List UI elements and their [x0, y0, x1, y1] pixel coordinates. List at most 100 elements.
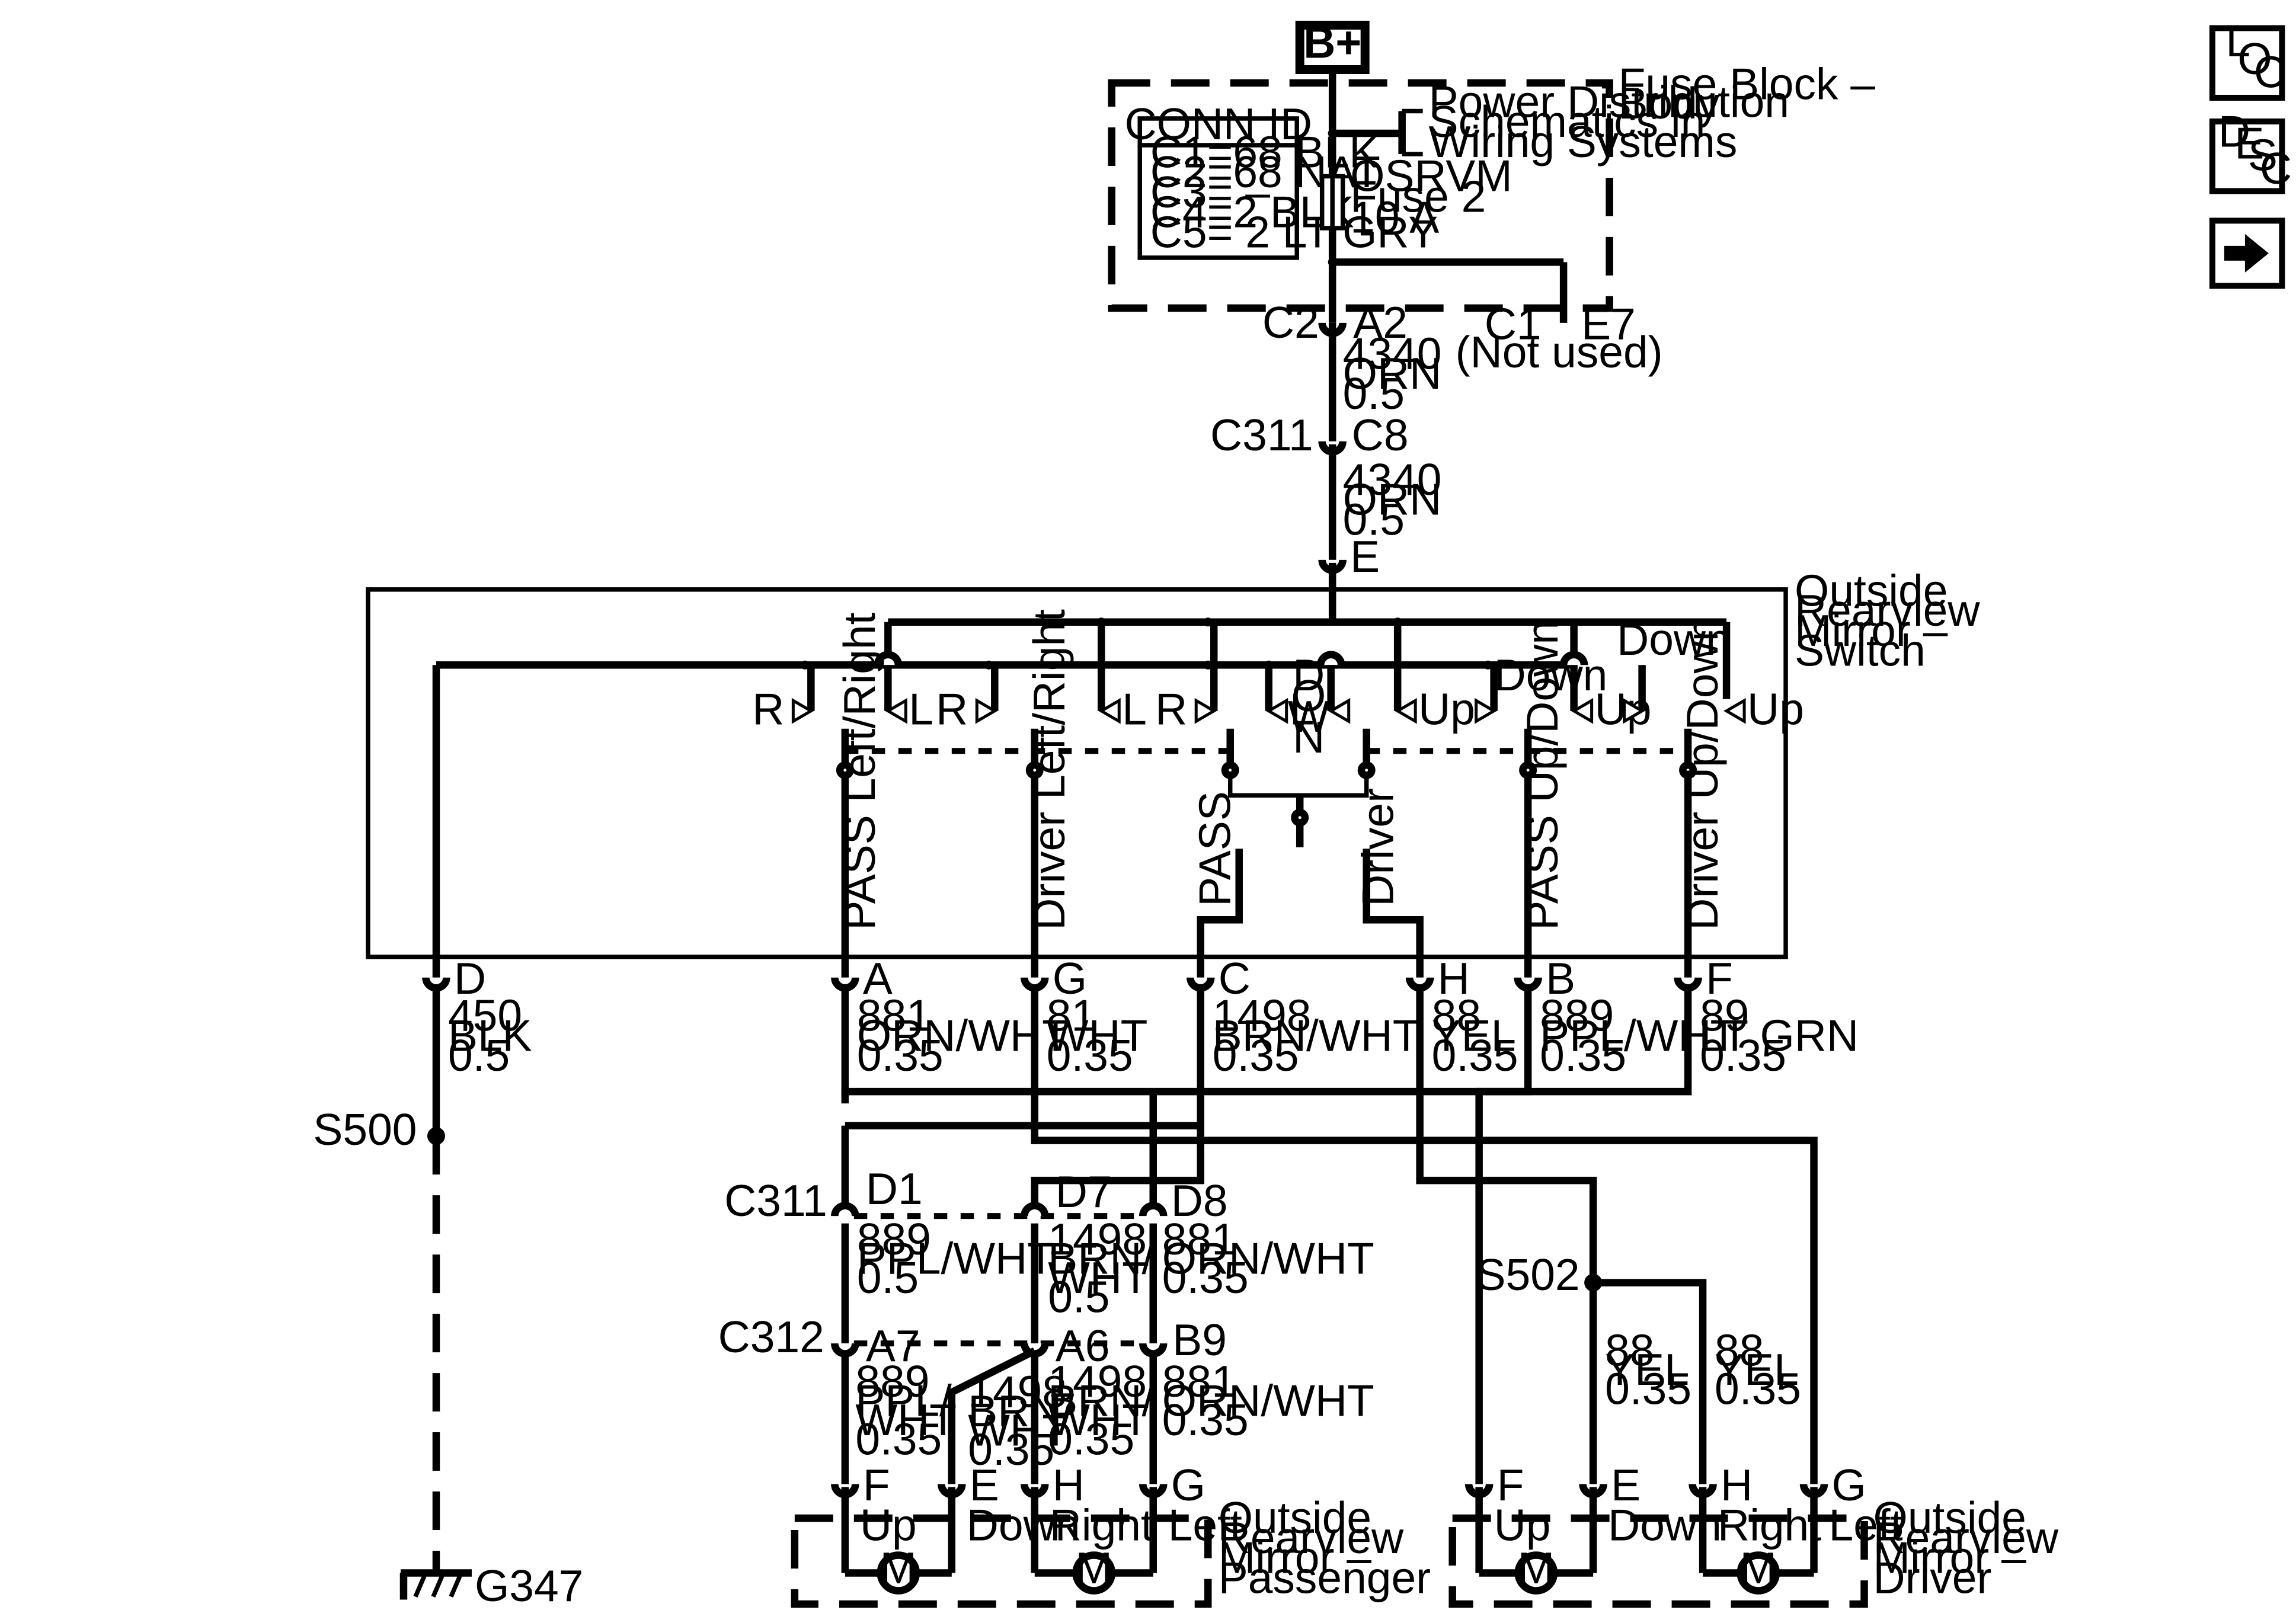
- c311-wire-d1: 889PPL/WHT0.5: [857, 1214, 1054, 1302]
- contact-label: Up: [1418, 684, 1475, 734]
- switch-contact: Up: [1723, 684, 1804, 734]
- unused-pin: E7: [1581, 299, 1636, 348]
- down-contact: [1327, 665, 1351, 724]
- fuse-label: OSRVMFuse 210 A: [1350, 151, 1512, 242]
- desc-button-label: D: [2218, 106, 2250, 156]
- c312-pin-a7: A7: [866, 1321, 920, 1371]
- motor-icon: M: [845, 1543, 952, 1595]
- harness-routing: [841, 989, 1818, 1484]
- conn-id-table: [1137, 116, 1299, 260]
- contact-label-down: Down: [1494, 650, 1608, 700]
- svg-text:H: H: [1721, 1460, 1753, 1510]
- switch-contact: L: [884, 665, 933, 734]
- contact-label: L: [909, 684, 933, 734]
- fuse-out-pin: A2: [1353, 297, 1408, 347]
- s502-label: S502: [1476, 1250, 1580, 1299]
- power-distribution-ref: Power DistributionSchematics inWiring Sy…: [1429, 76, 1789, 166]
- motor-icon: M: [1479, 1543, 1594, 1595]
- mirror-pin-f: FUp: [1464, 1460, 1551, 1573]
- passenger-mirror: OutsideRearviewMirror –Passenger FUpEDow…: [791, 1460, 1431, 1608]
- contact-label: L: [1122, 684, 1147, 734]
- desc-button[interactable]: D E S C: [2209, 106, 2292, 194]
- circuit-driver: Driver: [1353, 788, 1403, 907]
- c311-conn-label: C311: [1210, 410, 1313, 460]
- svg-text:Left: Left: [1829, 1500, 1903, 1550]
- svg-text:G: G: [1171, 1460, 1205, 1510]
- c312-pin-a6: A6: [1056, 1321, 1110, 1371]
- switch-name: OutsideRearviewMirror –Switch: [1795, 565, 1980, 675]
- connector-c312: C312 A7 A6 B9 889PPL/WHT0.35 1498BRN/WHT…: [718, 1312, 1374, 1484]
- contact-label: R: [1155, 684, 1187, 734]
- motor-icon: M: [1034, 1543, 1153, 1595]
- s502-wire-2: 88YEL0.35: [1715, 1326, 1801, 1414]
- svg-text:Down: Down: [967, 1500, 1080, 1550]
- circuit-pass-lr: PASS Left/Right: [834, 612, 884, 930]
- feed-wire-label-2: 4340ORN0.5: [1343, 454, 1442, 544]
- switch-contact: Up: [1393, 622, 1475, 734]
- contact-label-down-vertical: N: [1293, 712, 1325, 762]
- contact-label-down: Down: [1617, 614, 1731, 664]
- c312-wire-a7: 889PPL/WHT0.35: [855, 1356, 957, 1464]
- s500-label: S500: [313, 1105, 417, 1154]
- fuse-block-name: Fuse Block –Body: [1619, 59, 1876, 127]
- unused-conn: C1: [1485, 299, 1542, 348]
- c311-pin-d7: D7: [1056, 1167, 1112, 1217]
- connector-c311: C311 D1 D7 D8 889PPL/WHT0.5 1498BRN/WHT0…: [724, 1164, 1374, 1344]
- arrow-right-icon: [2224, 233, 2269, 273]
- contact-label: R: [936, 684, 968, 734]
- circuit-driver-lr: Driver Left/Right: [1024, 609, 1074, 930]
- svg-text:H: H: [1438, 953, 1470, 1003]
- c311-pin-label: C8: [1352, 410, 1409, 460]
- c311-wire-d7: 1498BRN/WHT0.5: [1048, 1214, 1154, 1321]
- c312-wire-a6-branch: 1498BRN/WHT0.35: [968, 1367, 1074, 1474]
- g347-label: G347: [475, 1561, 583, 1610]
- svg-text:889PPL/WHT0.35: 889PPL/WHT0.35: [1540, 991, 1737, 1080]
- c311-pin-d1: D1: [866, 1164, 923, 1214]
- svg-text:H: H: [1053, 1460, 1085, 1510]
- svg-text:F: F: [1497, 1460, 1524, 1510]
- contact-label: R: [752, 684, 784, 734]
- loc-button-label: L: [2225, 16, 2250, 66]
- conn-id-list: C1=68 BLKC2=68 NATC3= –C4=2 BLKC5= 2 LT …: [1150, 127, 1438, 257]
- contact-label: L: [1290, 684, 1315, 734]
- contact-label-down-vertical: D: [1293, 650, 1325, 700]
- switch-feed: 4340ORN0.5 C311 C8 4340ORN0.5 E: [1210, 322, 1442, 622]
- driver-mirror: OutsideRearviewMirror –Driver FUpEDownHR…: [1448, 1460, 2059, 1608]
- loc-button-label-c: C: [2254, 47, 2286, 97]
- switch-contact: R: [752, 665, 815, 734]
- svg-text:Right: Right: [1718, 1500, 1821, 1550]
- next-arrow-button[interactable]: [2209, 217, 2285, 289]
- fuse-out-conn: C2: [1262, 297, 1319, 347]
- c311-name: C311: [724, 1176, 827, 1225]
- svg-text:G: G: [1832, 1460, 1866, 1510]
- loc-button[interactable]: L O C: [2209, 16, 2286, 101]
- svg-text:81WHT0.35: 81WHT0.35: [1047, 991, 1148, 1080]
- contact-label-down-vertical: O: [1291, 671, 1326, 721]
- switch-input-pin: E: [1350, 532, 1380, 581]
- svg-text:E: E: [970, 1460, 999, 1510]
- svg-text:D: D: [454, 953, 486, 1003]
- svg-text:89LT GRN0.35: 89LT GRN0.35: [1700, 991, 1859, 1080]
- svg-text:Right: Right: [1050, 1500, 1153, 1550]
- mirror-pin-f: FUp: [831, 1460, 917, 1573]
- fuse-block: Fuse Block –Body CONN ID C1=68 BLKC2=68 …: [1108, 59, 1876, 377]
- switch-contact: R: [936, 665, 999, 734]
- desc-button-label-e: E: [2234, 118, 2264, 168]
- svg-text:B: B: [1546, 953, 1575, 1003]
- c312-wire-b9: 881ORN/WHT0.35: [1162, 1356, 1374, 1445]
- circuit-pass-ud: PASS Up/Down: [1517, 620, 1567, 930]
- s502-wire-1: 88YEL0.35: [1605, 1326, 1691, 1414]
- svg-text:88YEL0.35: 88YEL0.35: [1432, 991, 1518, 1080]
- svg-text:F: F: [863, 1460, 890, 1510]
- battery-source: B+: [1295, 17, 1370, 74]
- svg-text:M: M: [1740, 1543, 1777, 1593]
- svg-text:Up: Up: [1494, 1500, 1551, 1550]
- svg-text:M: M: [1518, 1543, 1555, 1593]
